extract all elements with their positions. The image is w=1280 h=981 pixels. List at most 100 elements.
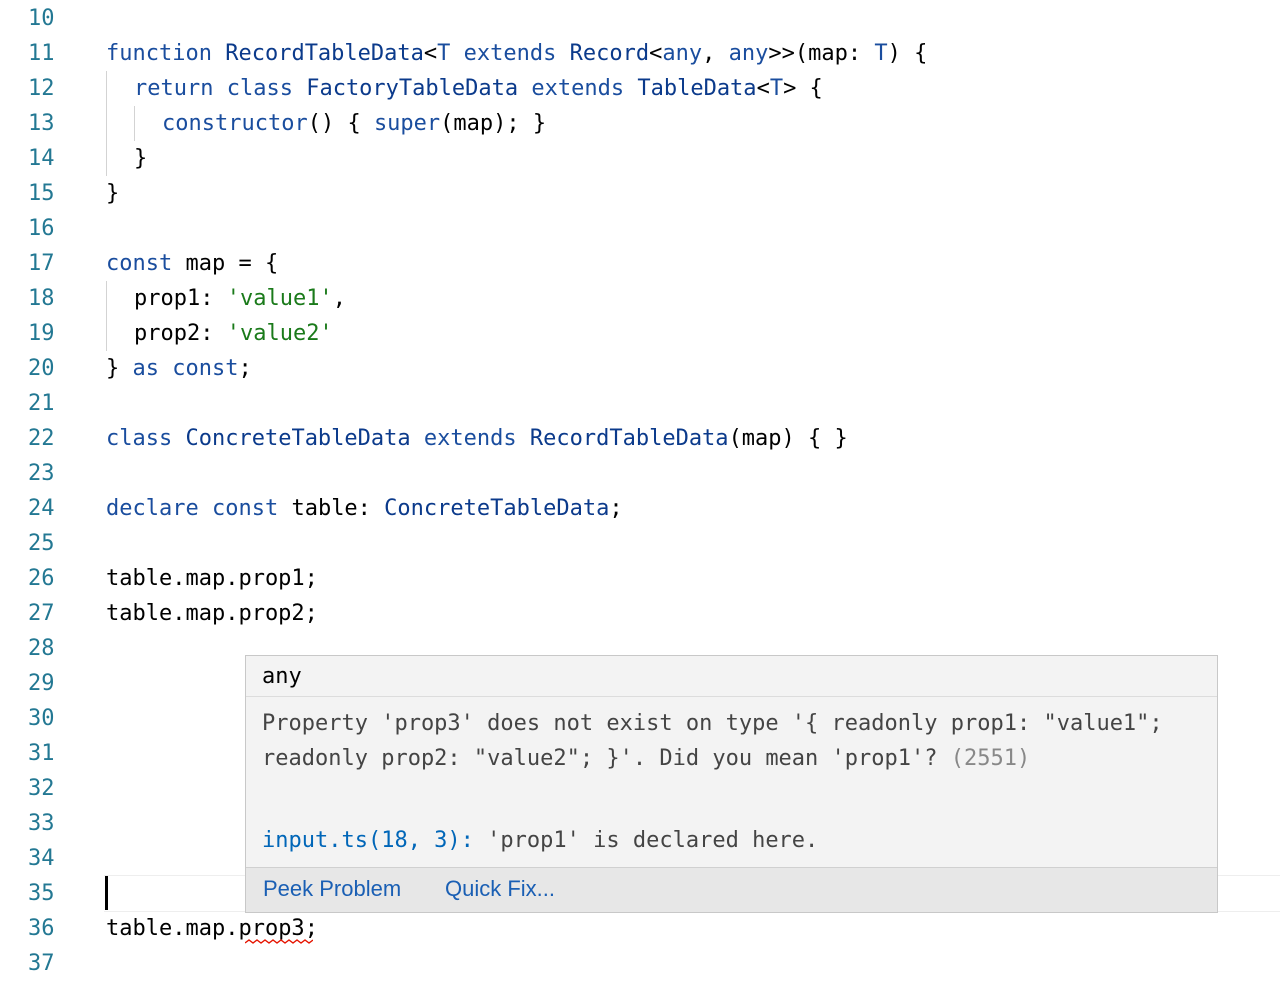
token-type: T <box>437 41 451 66</box>
token-text: ) { <box>887 41 928 66</box>
token-keyword: const <box>106 251 186 276</box>
line-number: 25 <box>28 531 55 556</box>
line-number: 24 <box>28 496 55 521</box>
related-location-link[interactable]: input.ts(18, 3): <box>262 828 474 853</box>
token-keyword: const <box>172 356 239 381</box>
text-cursor <box>105 876 108 910</box>
line-number: 22 <box>28 426 55 451</box>
token-punct: ; <box>304 916 318 941</box>
code-line-15[interactable]: } <box>106 181 120 206</box>
indent-guide <box>134 106 135 141</box>
line-number: 13 <box>28 111 55 136</box>
token-keyword: super <box>373 111 441 136</box>
code-line-14[interactable]: } <box>134 146 148 171</box>
token-text: (map) { } <box>728 426 848 451</box>
token-keyword: const <box>211 496 292 521</box>
line-number: 20 <box>28 356 55 381</box>
token-keyword: class <box>226 76 307 101</box>
line-number: 27 <box>28 601 55 626</box>
indent-guide <box>106 71 107 176</box>
token-type: ConcreteTableData <box>384 496 610 521</box>
code-line-36[interactable]: table.map.prop3; <box>106 911 318 946</box>
error-message-text: Property 'prop3' does not exist on type … <box>262 711 1163 771</box>
token-type: FactoryTableData <box>306 76 519 101</box>
token-keyword: as <box>132 356 173 381</box>
error-squiggle <box>245 939 313 944</box>
line-number: 14 <box>28 146 55 171</box>
hover-type-text: any <box>262 664 302 689</box>
quick-fix-button[interactable]: Quick Fix... <box>445 876 556 901</box>
token-text: >>(map: <box>768 41 875 66</box>
token-string: 'value2' <box>226 321 333 346</box>
line-number: 35 <box>28 881 55 906</box>
code-line-13[interactable]: constructor() { super(map); } <box>162 106 546 141</box>
token-keyword: extends <box>450 41 570 66</box>
code-line-27[interactable]: table.map.prop2; <box>106 601 318 626</box>
line-number: 11 <box>28 41 55 66</box>
token-text: prop1: <box>134 286 227 311</box>
token-function: RecordTableData <box>529 426 729 451</box>
code-line-12[interactable]: return class FactoryTableData extends Ta… <box>134 71 823 106</box>
line-number: 34 <box>28 846 55 871</box>
code-line-20[interactable]: } as const; <box>106 351 252 386</box>
indent-guide <box>106 281 107 351</box>
token-punct: ; <box>238 356 252 381</box>
token-keyword: return <box>134 76 227 101</box>
token-text: > { <box>783 76 823 101</box>
token-type: ConcreteTableData <box>185 426 411 451</box>
line-number: 15 <box>28 181 55 206</box>
line-number: 19 <box>28 321 55 346</box>
code-line-18[interactable]: prop1: 'value1', <box>134 281 346 316</box>
hover-status-bar: Peek Problem Quick Fix... <box>246 867 1217 912</box>
token-keyword: any <box>728 41 769 66</box>
token-text: table.map. <box>106 916 239 941</box>
token-text: (map); } <box>440 111 547 136</box>
error-squiggle-line <box>245 939 313 944</box>
token-keyword: extends <box>518 76 638 101</box>
token-punct: < <box>649 41 663 66</box>
code-line-26[interactable]: table.map.prop1; <box>106 566 318 591</box>
hover-divider <box>246 696 1217 697</box>
token-keyword: function <box>106 41 226 66</box>
token-keyword: class <box>106 426 186 451</box>
token-type: Record <box>569 41 650 66</box>
line-number: 17 <box>28 251 55 276</box>
line-number: 28 <box>28 636 55 661</box>
token-type: T <box>874 41 888 66</box>
line-number: 16 <box>28 216 55 241</box>
token-function: RecordTableData <box>225 41 424 66</box>
hover-error-message: Property 'prop3' does not exist on type … <box>262 706 1202 776</box>
hover-related-info: input.ts(18, 3): 'prop1' is declared her… <box>262 826 818 856</box>
line-number: 12 <box>28 76 55 101</box>
token-punct: ; <box>609 496 623 521</box>
token-punct: < <box>423 41 438 66</box>
token-string: 'value1' <box>226 286 333 311</box>
line-number: 21 <box>28 391 55 416</box>
code-line-24[interactable]: declare const table: ConcreteTableData; <box>106 491 623 526</box>
token-keyword: constructor <box>162 111 308 136</box>
token-keyword: any <box>662 41 703 66</box>
code-line-11[interactable]: function RecordTableData<T extends Recor… <box>106 36 927 71</box>
token-punct: , <box>702 41 729 66</box>
token-punct: , <box>332 286 346 311</box>
token-text: map = { <box>185 251 279 276</box>
token-keyword: extends <box>410 426 530 451</box>
peek-problem-button[interactable]: Peek Problem <box>263 876 402 901</box>
line-number: 33 <box>28 811 55 836</box>
token-keyword: declare <box>106 496 212 521</box>
line-number: 31 <box>28 741 55 766</box>
line-number: 29 <box>28 671 55 696</box>
error-token[interactable]: prop3 <box>238 916 305 941</box>
token-text: } <box>106 356 133 381</box>
token-type: T <box>769 76 784 101</box>
error-code: (2551) <box>950 746 1031 771</box>
code-line-17[interactable]: const map = { <box>106 246 278 281</box>
line-number: 23 <box>28 461 55 486</box>
code-line-19[interactable]: prop2: 'value2' <box>134 316 333 351</box>
line-number: 26 <box>28 566 55 591</box>
code-line-22[interactable]: class ConcreteTableData extends RecordTa… <box>106 421 848 456</box>
hover-tooltip: any Property 'prop3' does not exist on t… <box>245 655 1218 913</box>
token-text: table: <box>291 496 385 521</box>
token-punct: < <box>756 76 770 101</box>
